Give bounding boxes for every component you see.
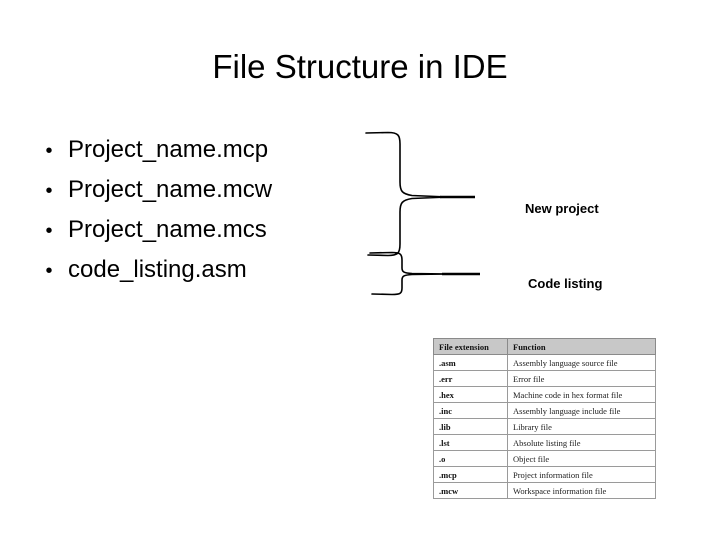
- file-list: • Project_name.mcp • Project_name.mcw • …: [30, 130, 360, 290]
- list-item-label: Project_name.mcp: [68, 136, 269, 163]
- bullet-point-icon: •: [45, 220, 53, 242]
- cell-extension: .inc: [433, 402, 508, 419]
- table-row: .mcw Workspace information file: [433, 482, 656, 499]
- table-row: .lib Library file: [433, 418, 656, 435]
- bullet-point-icon: •: [45, 260, 53, 282]
- table-header-row: File extension Function: [433, 338, 656, 355]
- list-item-label: Project_name.mcw: [68, 176, 273, 203]
- list-item-label: Project_name.mcs: [68, 216, 267, 243]
- table-row: .lst Absolute listing file: [433, 434, 656, 451]
- cell-extension: .mcp: [433, 466, 508, 483]
- cell-function: Workspace information file: [507, 482, 656, 499]
- cell-function: Object file: [507, 450, 656, 467]
- table-row: .err Error file: [433, 370, 656, 387]
- cell-function: Library file: [507, 418, 656, 435]
- brace-new-project-icon: [365, 131, 475, 257]
- file-extension-table-container: File extension Function .asm Assembly la…: [433, 338, 656, 499]
- cell-extension: .mcw: [433, 482, 508, 499]
- cell-extension: .o: [433, 450, 508, 467]
- brace-code-listing-icon: [369, 251, 480, 296]
- cell-extension: .lst: [433, 434, 508, 451]
- table-row: .mcp Project information file: [433, 466, 656, 483]
- cell-function: Machine code in hex format file: [507, 386, 656, 403]
- cell-function: Project information file: [507, 466, 656, 483]
- cell-extension: .hex: [433, 386, 508, 403]
- cell-function: Assembly language source file: [507, 354, 656, 371]
- callout-label-new-project: New project: [525, 201, 599, 216]
- bullet-point-icon: •: [45, 180, 53, 202]
- cell-function: Error file: [507, 370, 656, 387]
- callout-label-code-listing: Code listing: [528, 276, 603, 291]
- file-extension-table: File extension Function .asm Assembly la…: [433, 338, 656, 499]
- table-row: .asm Assembly language source file: [433, 354, 656, 371]
- column-header-file-extension: File extension: [433, 338, 508, 355]
- column-header-function: Function: [507, 338, 656, 355]
- cell-function: Assembly language include file: [507, 402, 656, 419]
- list-item-label: code_listing.asm: [68, 256, 247, 283]
- cell-extension: .asm: [433, 354, 508, 371]
- table-row: .o Object file: [433, 450, 656, 467]
- list-item: • code_listing.asm: [30, 250, 360, 290]
- cell-extension: .err: [433, 370, 508, 387]
- cell-function: Absolute listing file: [507, 434, 656, 451]
- list-item: • Project_name.mcs: [30, 210, 360, 250]
- list-item: • Project_name.mcp: [30, 130, 360, 170]
- table-row: .inc Assembly language include file: [433, 402, 656, 419]
- table-row: .hex Machine code in hex format file: [433, 386, 656, 403]
- bullet-point-icon: •: [45, 140, 53, 162]
- cell-extension: .lib: [433, 418, 508, 435]
- list-item: • Project_name.mcw: [30, 170, 360, 210]
- page-title: File Structure in IDE: [212, 48, 508, 85]
